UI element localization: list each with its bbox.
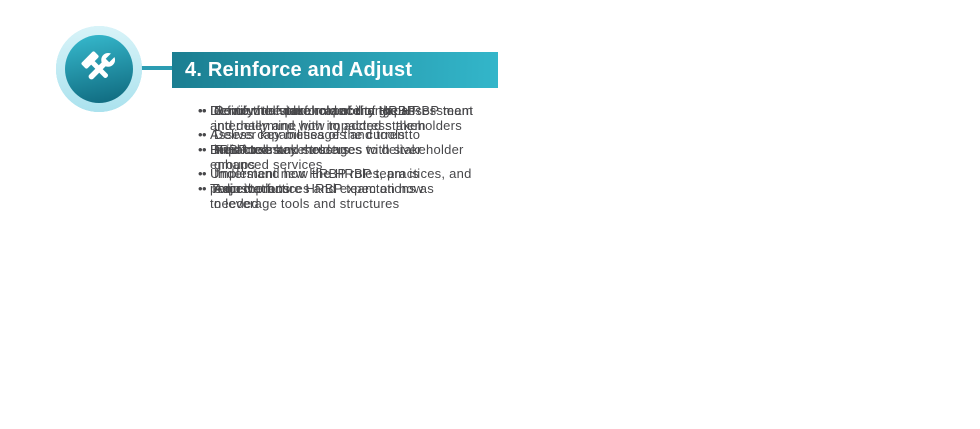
step-4-icon-badge	[56, 26, 142, 112]
bullet-item: Adjust practices and expectations as nee…	[202, 181, 522, 211]
step-4-section: 4. Reinforce and Adjust Review the perfo…	[0, 0, 498, 211]
bullet-item: Reinforce key messages with stakeholder …	[202, 142, 522, 172]
hammer-wrench-icon	[81, 51, 116, 80]
step-4-bullet-list: Review the performance of the HRBP team …	[202, 103, 522, 220]
step-title: 4. Reinforce and Adjust	[185, 59, 413, 81]
connector-line	[128, 66, 180, 70]
bullet-item: Review the performance of the HRBP team …	[202, 103, 522, 133]
step-title-banner: 4. Reinforce and Adjust	[172, 52, 498, 88]
